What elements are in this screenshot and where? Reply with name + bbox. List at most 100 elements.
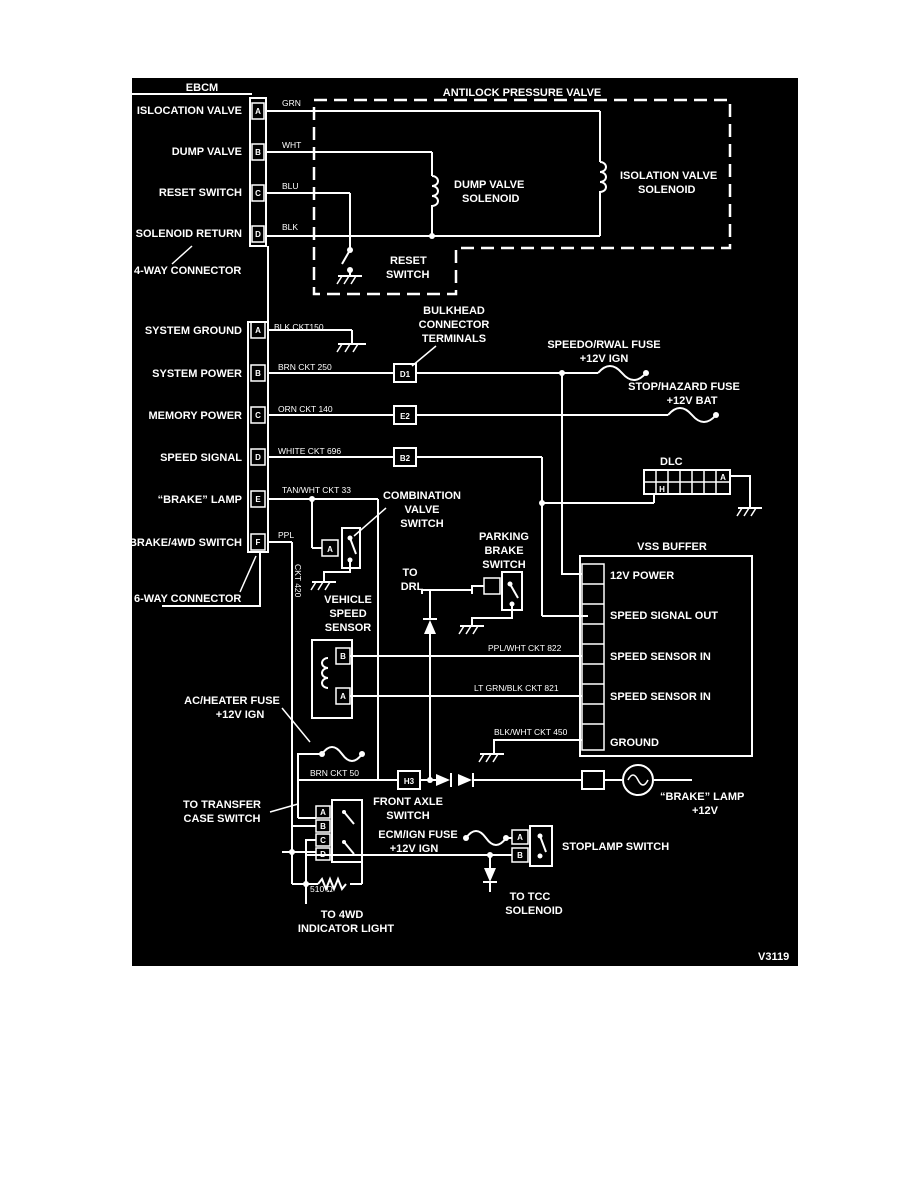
dlc-ground-icon (730, 475, 762, 517)
stoplamp-switch-label: STOPLAMP SWITCH (562, 841, 669, 853)
drl-diode-icon (421, 589, 472, 778)
to-drl-label-2: DRL (401, 581, 424, 593)
bulkhead-terminal-e2-label: E2 (400, 412, 410, 421)
wire-label-white-ckt696: WHITE CKT 696 (278, 446, 341, 456)
connector-4way-label: 4-WAY CONNECTOR (134, 265, 241, 277)
parking-brake-switch (471, 571, 523, 611)
pin-label-brake-lamp: “BRAKE” LAMP (158, 494, 242, 506)
dlc-pin-a: A (720, 473, 726, 482)
pin-label-system-power: SYSTEM POWER (152, 368, 242, 380)
reset-switch-label-2: SWITCH (386, 269, 429, 281)
figure-id: V3119 (758, 951, 789, 963)
wire-label-orn-ckt140: ORN CKT 140 (278, 404, 333, 414)
memory-power-wiring (268, 407, 717, 423)
wire-label-ckt420: CKT 420 (293, 564, 303, 598)
brake-lamp-wiring (268, 498, 379, 780)
vss-buffer-wiring (350, 548, 588, 754)
transfer-case-label-1: TO TRANSFER (183, 799, 261, 811)
brake-lamp-bulb-icon (622, 764, 654, 796)
reset-switch-icon (341, 247, 353, 276)
connector-4way-body (249, 97, 267, 247)
ac-heater-fuse-icon (319, 746, 365, 762)
indicator-label-1: TO 4WD (321, 909, 364, 921)
front-axle-wiring (282, 798, 363, 904)
connector-6way-bracket (162, 552, 261, 607)
wire-label-lt-grn-blk-ckt821: LT GRN/BLK CKT 821 (474, 683, 559, 693)
wire-label-blk-ckt150: BLK CKT150 (274, 322, 324, 332)
connector-6way-pins: A B C D E F (250, 321, 266, 551)
brake-lamp-junction (309, 496, 315, 502)
bulkhead-leader (411, 345, 437, 367)
wire-label-brn-ckt50: BRN CKT 50 (310, 768, 359, 778)
combination-valve-ground-icon (310, 560, 351, 591)
bulkhead-label-1: BULKHEAD (423, 305, 485, 317)
bulkhead-terminal-h3-label: H3 (404, 777, 415, 786)
lamp-diode-icon (427, 773, 474, 787)
vss-buffer-pin-12v-power: 12V POWER (610, 570, 674, 582)
bulkhead-terminal-d1 (393, 363, 417, 383)
stoplamp-wiring (306, 852, 512, 892)
dlc-connector (643, 469, 731, 495)
front-axle-label-2: SWITCH (386, 810, 429, 822)
vss-buffer-pin-speed-sensor-in-2: SPEED SENSOR IN (610, 691, 711, 703)
tcc-label-2: SOLENOID (505, 905, 563, 917)
wiring-diagram: EBCM A B C D ISLOCATION VALVE DUMP VALVE… (132, 82, 789, 963)
vss-pin-a: A (340, 692, 346, 701)
front-axle-pin-c: C (320, 836, 326, 845)
parking-brake-label-3: SWITCH (482, 559, 525, 571)
pin-label-solenoid-return: SOLENOID RETURN (136, 228, 242, 240)
combination-valve-label-3: SWITCH (400, 518, 443, 530)
front-axle-pin-a: A (320, 808, 326, 817)
ac-heater-wiring (297, 753, 378, 819)
resistor-icon (317, 876, 347, 892)
antilock-valve-boundary (312, 98, 732, 296)
system-ground-icon (268, 329, 366, 353)
vss-pin-b: B (340, 652, 346, 661)
parking-brake-label-1: PARKING (479, 531, 529, 543)
bulkhead-label-2: CONNECTOR (419, 319, 490, 331)
ebcm-title: EBCM (186, 82, 218, 94)
indicator-label-2: INDICATOR LIGHT (298, 923, 394, 935)
dlc-label: DLC (660, 456, 683, 468)
svg-text:B: B (255, 369, 261, 378)
svg-text:F: F (256, 538, 261, 547)
bulkhead-label-3: TERMINALS (422, 333, 486, 345)
pin-label-isolation-valve: ISLOCATION VALVE (137, 105, 242, 117)
front-axle-pin-b: B (320, 822, 326, 831)
connector-6way-leader (239, 555, 257, 593)
combination-valve-pin-a: A (327, 545, 333, 554)
reset-switch-label-1: RESET (390, 255, 427, 267)
dump-solenoid-label-2: SOLENOID (462, 193, 520, 205)
pin-label-reset-switch: RESET SWITCH (159, 187, 242, 199)
vss-buffer-pin-ground: GROUND (610, 737, 659, 749)
wire-label-tan-wht-ckt33: TAN/WHT CKT 33 (282, 485, 351, 495)
wiring-diagram-panel: EBCM A B C D ISLOCATION VALVE DUMP VALVE… (132, 78, 798, 966)
parking-brake-label-2: BRAKE (484, 545, 523, 557)
connector-4way-pins: A B C D (251, 102, 265, 243)
stop-hazard-fuse-label-2: +12V BAT (667, 395, 718, 407)
combination-valve-label-2: VALVE (404, 504, 439, 516)
combination-valve-label-1: COMBINATION (383, 490, 461, 502)
stop-hazard-fuse-terminal (713, 412, 719, 418)
wire-label-ppl: PPL (278, 530, 294, 540)
tcc-diode-icon (483, 868, 497, 883)
wire-label-blk: BLK (282, 222, 298, 232)
speed-signal-wiring (268, 456, 654, 617)
front-axle-label-1: FRONT AXLE (373, 796, 443, 808)
combination-valve-leader (353, 507, 387, 537)
reset-switch-ground-icon (336, 275, 362, 285)
transfer-case-leader (269, 803, 299, 813)
system-power-wiring (268, 365, 647, 548)
vehicle-speed-sensor (311, 639, 353, 719)
svg-text:D: D (255, 230, 261, 239)
brake-4wd-switch-wiring (268, 541, 293, 798)
vss-buffer-pin-speed-signal-out: SPEED SIGNAL OUT (610, 610, 718, 622)
svg-text:A: A (255, 107, 261, 116)
isolation-solenoid-label-1: ISOLATION VALVE (620, 170, 717, 182)
connector-6way-body (247, 321, 269, 553)
valve-wiring (266, 110, 601, 250)
pin-label-dump-valve: DUMP VALVE (172, 146, 242, 158)
stoplamp-pin-b: B (517, 851, 523, 860)
stoplamp-pin-a: A (517, 833, 523, 842)
dump-solenoid-label-1: DUMP VALVE (454, 179, 524, 191)
